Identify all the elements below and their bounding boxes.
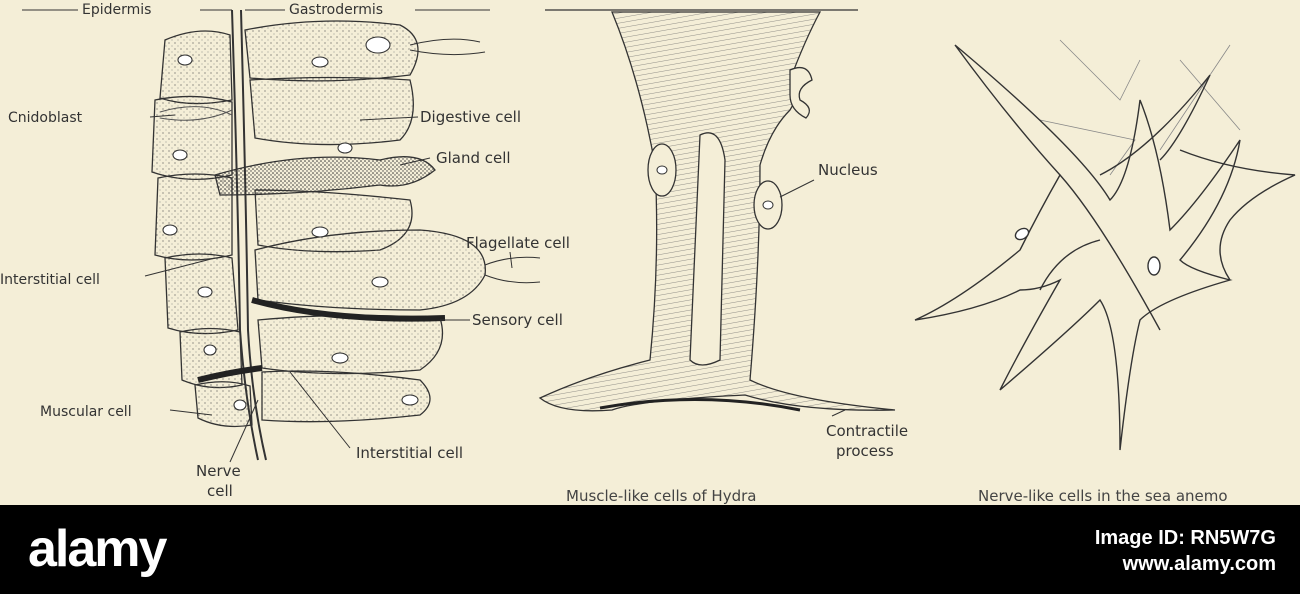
label-flagellate-cell: Flagellate cell (466, 234, 570, 252)
footer-bar: alamy Image ID: RN5W7G www.alamy.com (0, 505, 1300, 594)
caption-nerve-cells: Nerve-like cells in the sea anemo (978, 487, 1228, 505)
leader-lines-middle (779, 179, 846, 417)
site-url[interactable]: www.alamy.com (1122, 553, 1276, 575)
body-wall-illustration (151, 9, 541, 461)
label-interstitial-cell-left: Interstitial cell (0, 272, 100, 288)
nerve-cells-illustration (914, 39, 1296, 451)
label-sensory-cell: Sensory cell (472, 311, 563, 329)
label-contractile-line2: process (836, 442, 894, 460)
label-gastrodermis: Gastrodermis (289, 2, 383, 18)
label-epidermis: Epidermis (82, 2, 151, 18)
label-muscular-cell: Muscular cell (40, 404, 132, 420)
alamy-logo[interactable]: alamy (28, 520, 167, 578)
hydra-cells-diagram: Epidermis Gastrodermis Cnidoblast Digest… (0, 2, 1296, 505)
label-nerve-cell-line2: cell (207, 482, 233, 500)
leader-lines-left (22, 9, 513, 463)
label-gland-cell: Gland cell (436, 149, 511, 167)
label-digestive-cell: Digestive cell (420, 108, 521, 126)
muscle-cells-illustration (538, 9, 896, 412)
label-cnidoblast: Cnidoblast (8, 110, 83, 126)
label-nucleus: Nucleus (818, 161, 878, 179)
image-info: Image ID: RN5W7G www.alamy.com (1095, 525, 1276, 577)
caption-muscle-cells: Muscle-like cells of Hydra (566, 487, 756, 505)
label-contractile-line1: Contractile (826, 422, 908, 440)
label-nerve-cell-line1: Nerve (196, 462, 241, 480)
label-interstitial-cell-bottom: Interstitial cell (356, 444, 463, 462)
image-id: Image ID: RN5W7G (1094, 527, 1276, 549)
figure-panel: Epidermis Gastrodermis Cnidoblast Digest… (0, 2, 1296, 505)
